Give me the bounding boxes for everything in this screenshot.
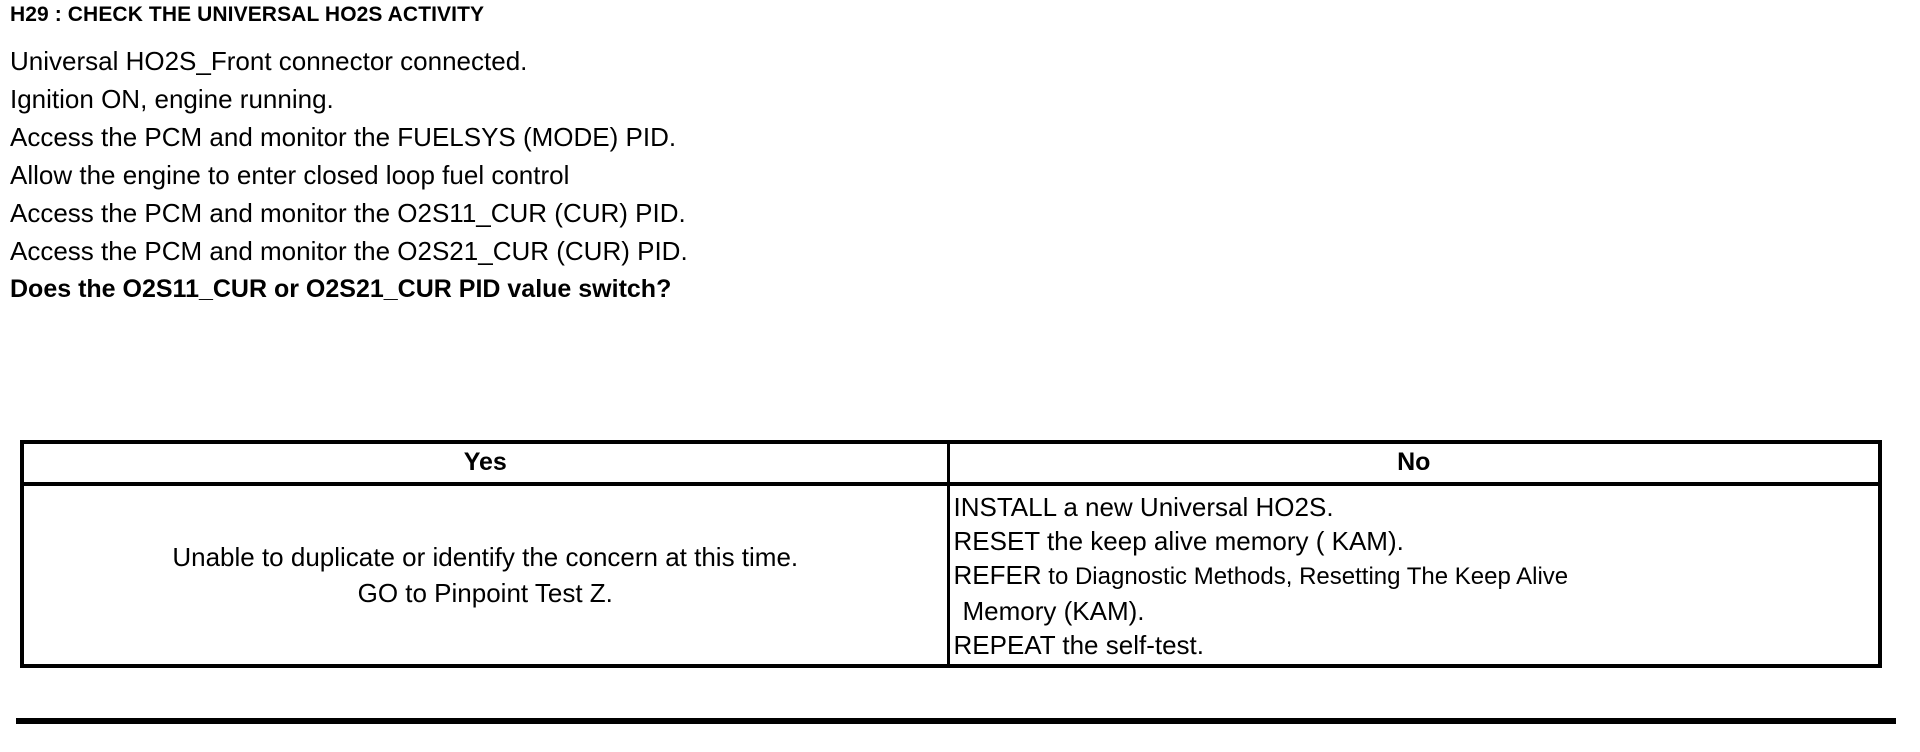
no-action-line: REPEAT the self-test. — [954, 628, 1879, 662]
instruction-line: Universal HO2S_Front connector connected… — [10, 46, 528, 76]
decision-table: Yes No Unable to duplicate or identify t… — [20, 440, 1882, 668]
no-action-verb: INSTALL — [953, 492, 1057, 522]
instruction-line: Does the O2S11_CUR or O2S21_CUR PID valu… — [10, 275, 672, 303]
instruction-line: Access the PCM and monitor the FUELSYS (… — [10, 122, 677, 152]
instruction-line: Access the PCM and monitor the O2S11_CUR… — [10, 198, 686, 228]
table-row: Unable to duplicate or identify the conc… — [24, 484, 1878, 664]
instruction-line: Allow the engine to enter closed loop fu… — [10, 160, 570, 190]
page-title: H29 : CHECK THE UNIVERSAL HO2S ACTIVITY — [10, 3, 485, 26]
instruction-list: Universal HO2S_Front connector connected… — [10, 42, 1510, 308]
cell-no-action: INSTALL a new Universal HO2S.RESET the k… — [946, 484, 1879, 664]
column-header-yes: Yes — [24, 444, 948, 486]
yes-action-text: Unable to duplicate or identify the conc… — [24, 539, 947, 611]
footer-divider — [16, 718, 1896, 724]
no-action-detail: the keep alive memory ( KAM). — [1039, 526, 1404, 556]
table-header-row: Yes No — [24, 444, 1878, 486]
no-action-detail: Memory (KAM). — [962, 596, 1145, 626]
instruction-line: Ignition ON, engine running. — [10, 84, 334, 114]
yes-action-line: Unable to duplicate or identify the conc… — [172, 542, 799, 572]
no-action-detail: to Diagnostic Methods, Resetting The Kee… — [1041, 563, 1569, 590]
no-action-line: REFER to Diagnostic Methods, Resetting T… — [954, 558, 1879, 594]
no-action-list: INSTALL a new Universal HO2S.RESET the k… — [950, 486, 1879, 664]
instruction-line: Access the PCM and monitor the O2S21_CUR… — [10, 236, 688, 266]
no-action-line: RESET the keep alive memory ( KAM). — [954, 524, 1879, 558]
no-action-verb: REPEAT — [953, 630, 1056, 660]
column-header-no: No — [946, 444, 1878, 486]
no-action-detail: the self-test. — [1055, 630, 1204, 660]
no-action-detail: a new Universal HO2S. — [1056, 492, 1334, 522]
no-action-line: INSTALL a new Universal HO2S. — [954, 490, 1879, 524]
no-action-verb: RESET — [953, 526, 1040, 556]
cell-yes-action: Unable to duplicate or identify the conc… — [24, 484, 948, 664]
yes-action-line: GO to Pinpoint Test Z. — [357, 578, 613, 608]
no-action-verb: REFER — [953, 560, 1042, 590]
no-action-line: Memory (KAM). — [954, 594, 1879, 628]
